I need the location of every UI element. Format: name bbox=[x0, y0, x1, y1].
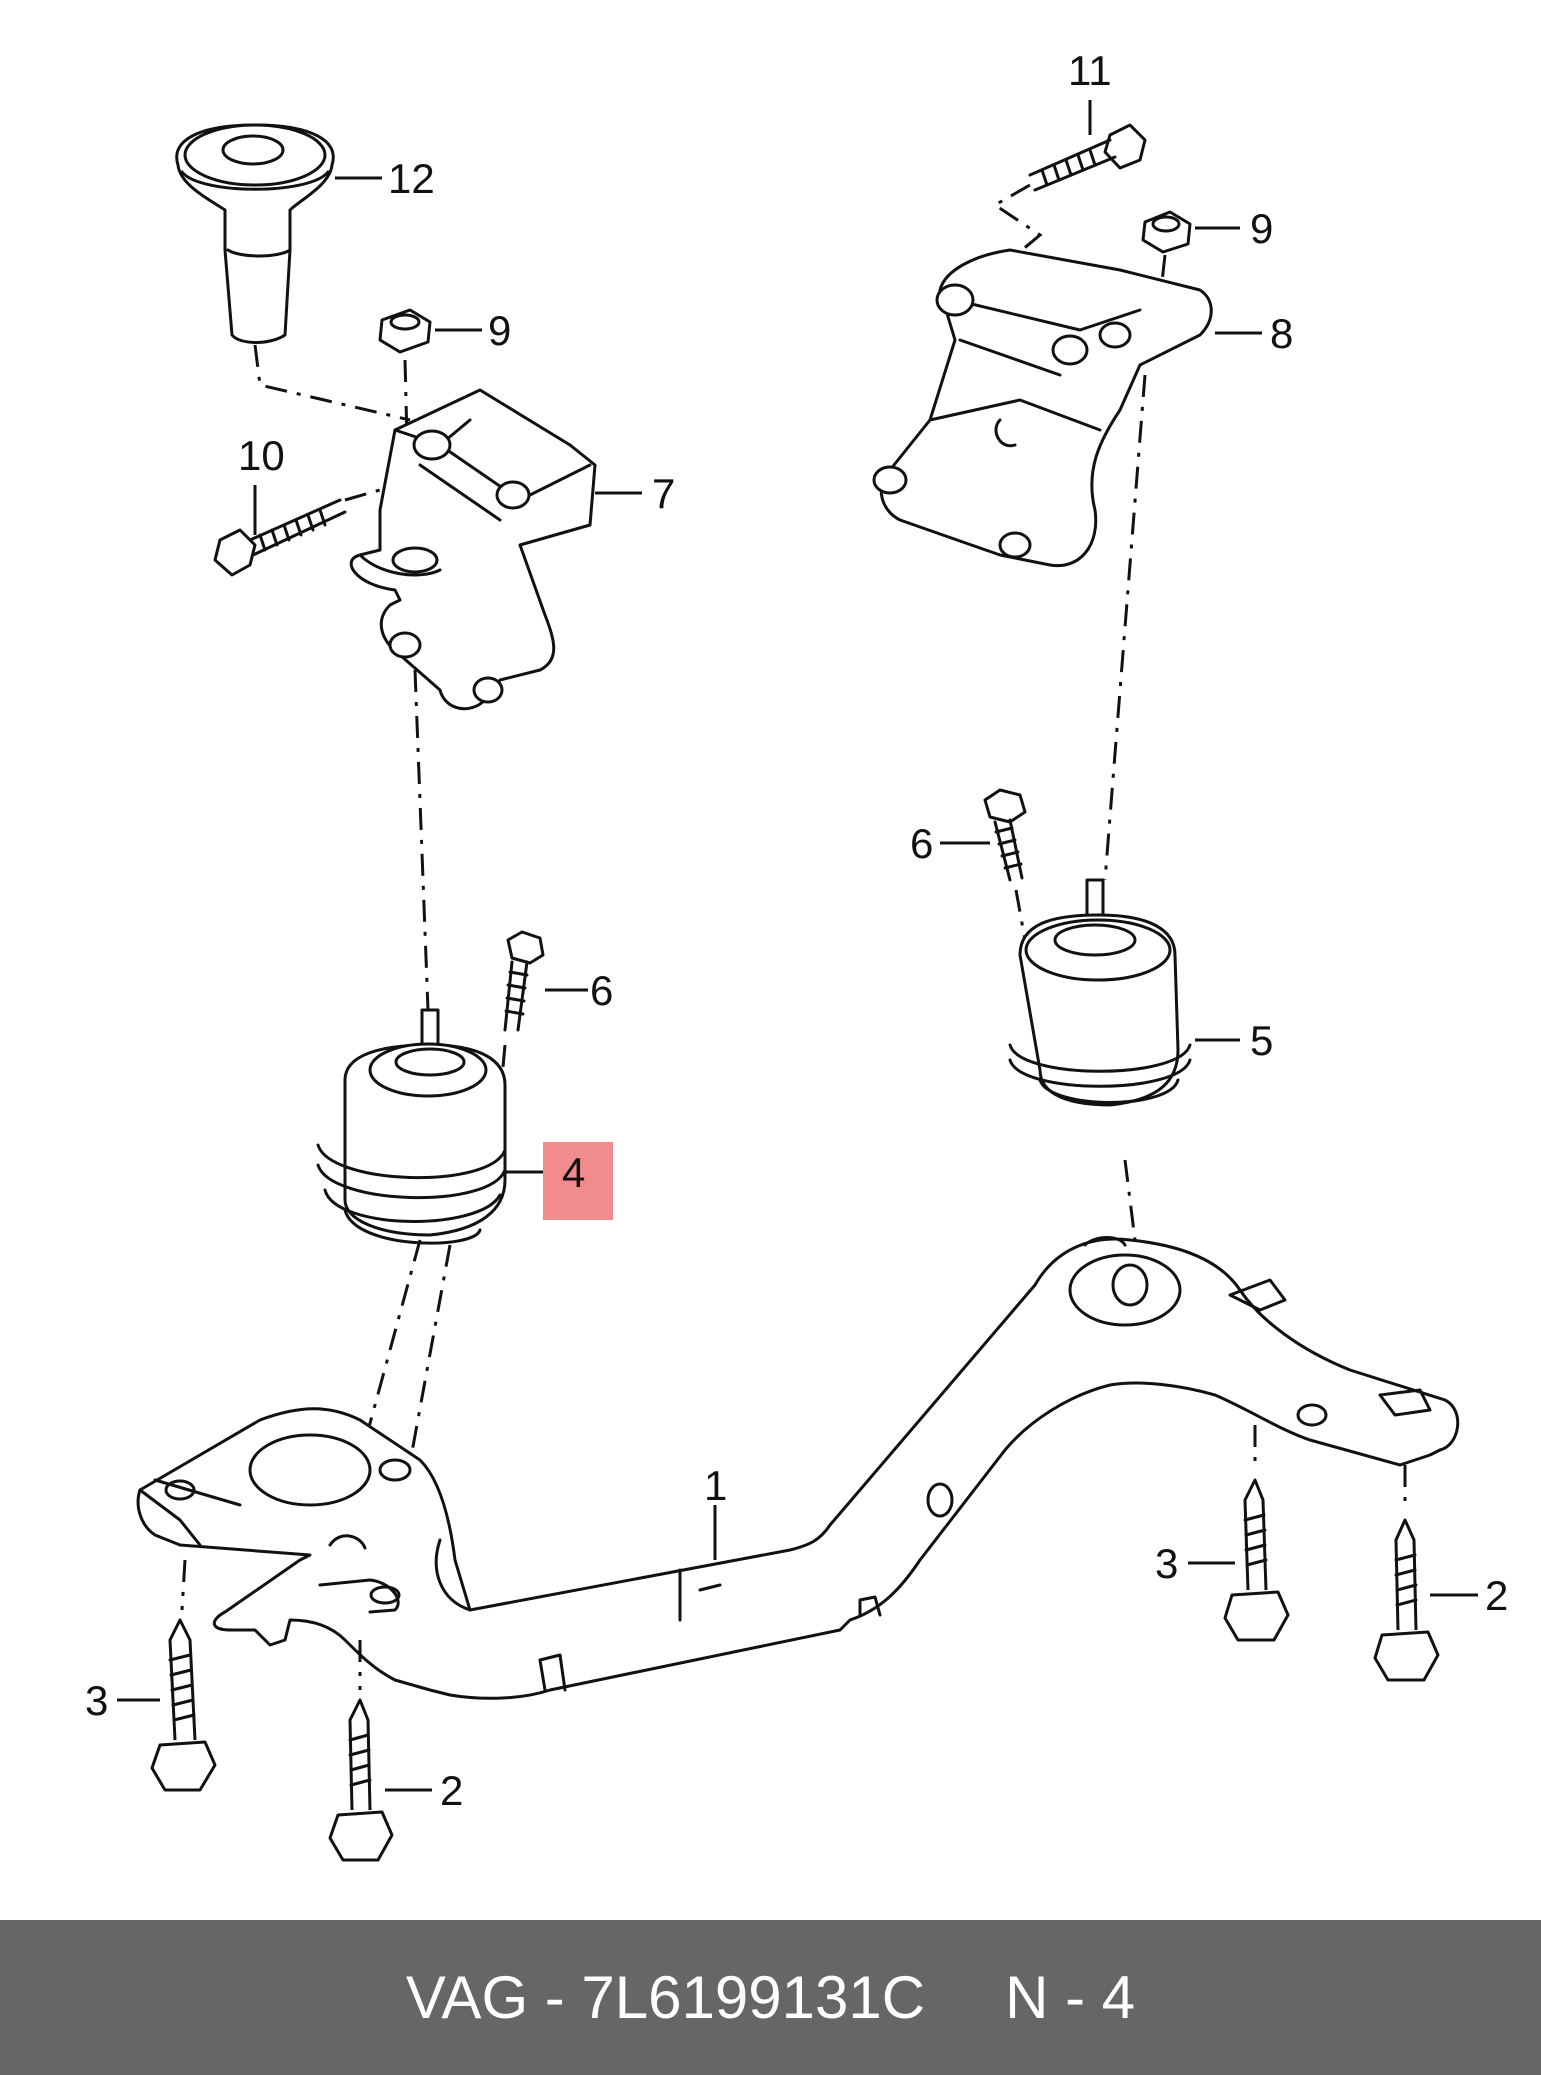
callout-11: 11 bbox=[1068, 47, 1112, 94]
bolt-part-2-left bbox=[328, 1698, 394, 1862]
subframe-part-1 bbox=[136, 1236, 1460, 1700]
buffer-part-12 bbox=[175, 123, 335, 344]
assembly-line bbox=[180, 1559, 187, 1611]
callout-9-right: 9 bbox=[1250, 205, 1273, 252]
engine-mount-part-4 bbox=[316, 1008, 507, 1245]
assembly-line bbox=[403, 1244, 452, 1491]
bracket-part-7 bbox=[349, 388, 597, 711]
bracket-part-8 bbox=[872, 248, 1213, 568]
assembly-line bbox=[358, 1239, 422, 1461]
nut-part-9-right bbox=[1141, 210, 1192, 254]
assembly-line bbox=[1103, 374, 1147, 881]
assembly-line bbox=[344, 488, 381, 502]
callout-5: 5 bbox=[1250, 1017, 1273, 1064]
bolt-part-3-right bbox=[1223, 1478, 1290, 1642]
callout-labels: 12 9 10 7 11 9 8 6 6 4 5 1 3 2 3 2 bbox=[85, 47, 1508, 1814]
bolt-part-6-left bbox=[503, 930, 545, 1032]
assembly-line bbox=[413, 669, 430, 1011]
engine-mount-part-5 bbox=[1008, 878, 1192, 1107]
nut-part-9-left bbox=[378, 308, 432, 354]
assembly-line bbox=[1014, 889, 1027, 941]
callout-2-left: 2 bbox=[440, 1767, 463, 1814]
assembly-line bbox=[1158, 254, 1167, 301]
brand-part-number: VAG - 7L6199131C bbox=[405, 1964, 926, 2031]
diagram-position: N - 4 bbox=[1005, 1964, 1136, 2031]
callout-8: 8 bbox=[1270, 310, 1293, 357]
callout-3-left: 3 bbox=[85, 1677, 108, 1724]
callout-2-right: 2 bbox=[1485, 1572, 1508, 1619]
assembly-line bbox=[253, 344, 411, 422]
bolt-part-3-left bbox=[150, 1618, 217, 1792]
callout-4: 4 bbox=[562, 1149, 585, 1196]
callout-3-right: 3 bbox=[1155, 1540, 1178, 1587]
callout-10: 10 bbox=[238, 432, 285, 479]
assembly-line bbox=[1123, 1159, 1137, 1241]
assembly-line bbox=[992, 183, 1043, 262]
bolt-part-10 bbox=[213, 498, 347, 577]
callout-9-left: 9 bbox=[488, 307, 511, 354]
callout-7: 7 bbox=[652, 470, 675, 517]
callout-12: 12 bbox=[388, 155, 435, 202]
callout-6-right: 6 bbox=[910, 820, 933, 867]
bolt-part-2-right bbox=[1373, 1518, 1440, 1682]
highlight-box bbox=[543, 1142, 613, 1220]
leader-lines bbox=[117, 100, 1478, 1792]
callout-6-left: 6 bbox=[590, 967, 613, 1014]
footer-bar: VAG - 7L6199131C N - 4 bbox=[0, 1920, 1541, 2075]
bolt-part-11 bbox=[1028, 123, 1147, 192]
parts-diagram: 12 9 10 7 11 9 8 6 6 4 5 1 3 2 3 2 bbox=[85, 47, 1508, 1862]
bolt-part-6-right bbox=[983, 788, 1027, 882]
callout-1: 1 bbox=[704, 1462, 727, 1509]
